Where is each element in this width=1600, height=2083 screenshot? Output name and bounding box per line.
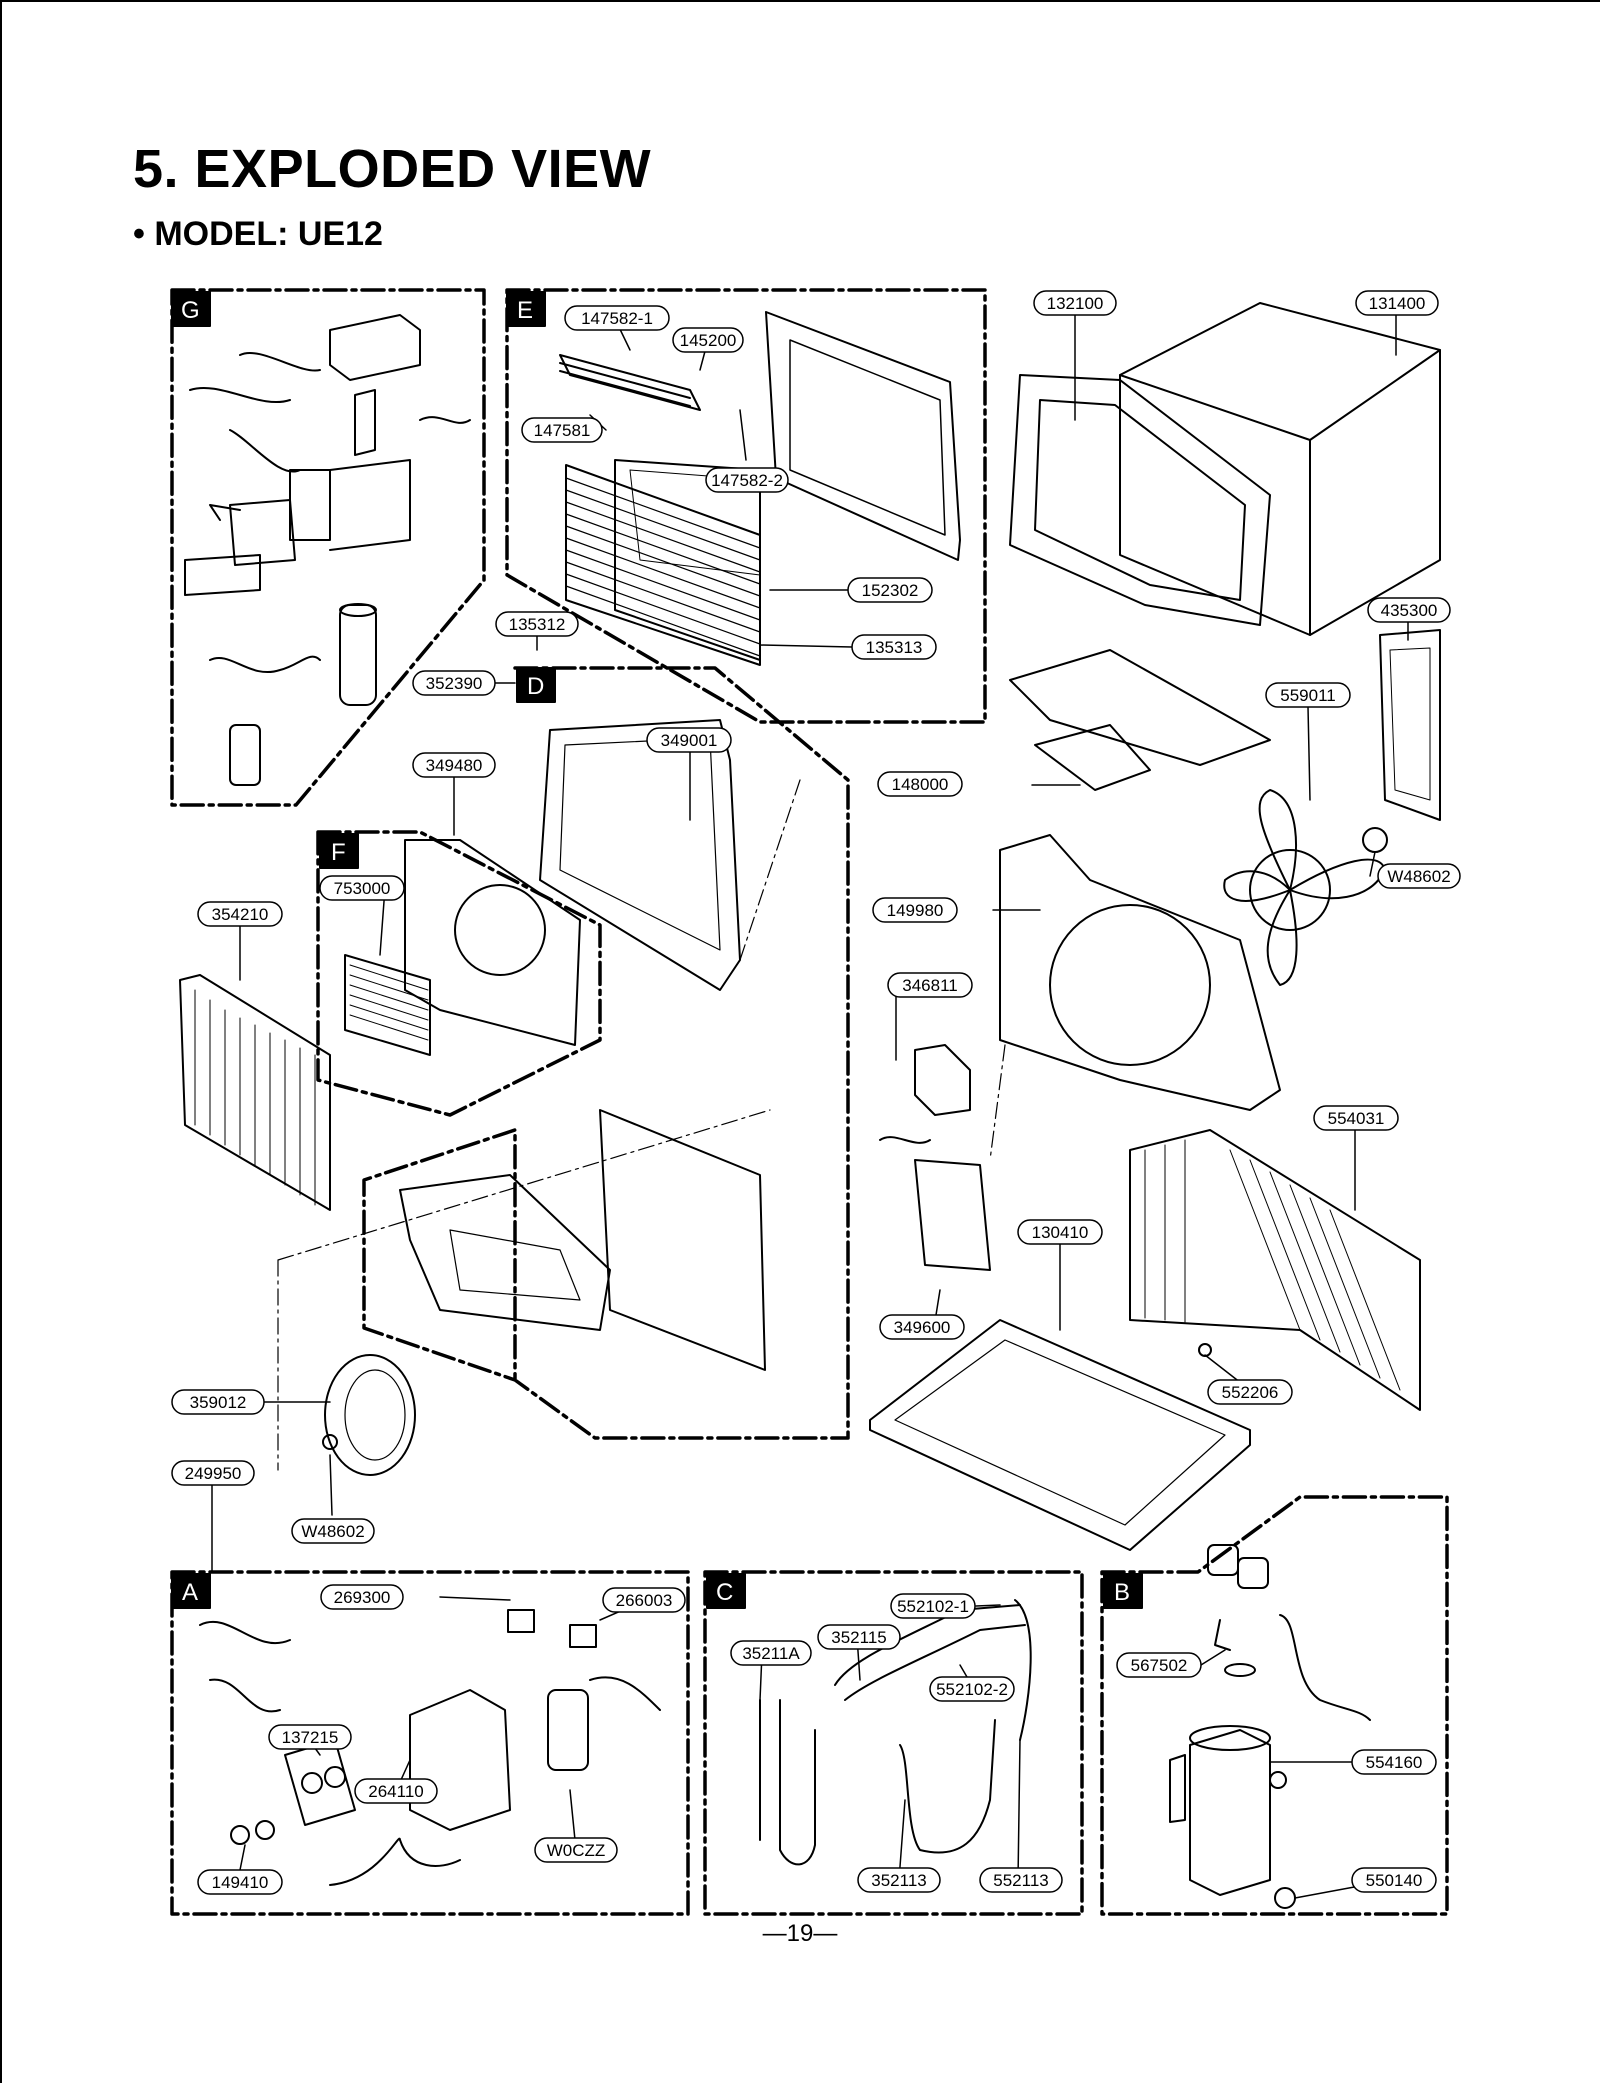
part-label-249950: 249950 <box>185 1464 242 1483</box>
section-a-parts <box>199 1609 661 1886</box>
section-g-parts <box>184 314 471 786</box>
part-label-559011: 559011 <box>1280 686 1335 705</box>
part-label-135313: 135313 <box>866 638 923 657</box>
section-c-boundary <box>703 1570 1084 1916</box>
part-label-147582-2: 147582-2 <box>711 471 783 490</box>
base-pan <box>869 1319 1251 1551</box>
page-number: —19— <box>762 1920 838 1947</box>
section-e-boundary <box>505 288 987 724</box>
cabinet-parts <box>1009 302 1441 821</box>
part-label-w48602-fan: W48602 <box>1387 867 1450 886</box>
part-label-130410: 130410 <box>1032 1223 1089 1242</box>
part-label-554031: 554031 <box>1328 1109 1385 1128</box>
part-label-359012: 359012 <box>190 1393 247 1412</box>
part-label-435300: 435300 <box>1381 601 1438 620</box>
label-ovals <box>171 290 1461 1895</box>
section-b-parts <box>1169 1544 1371 1909</box>
fan-assembly-parts <box>879 789 1388 1271</box>
section-b-tag <box>1103 1573 1143 1609</box>
part-label-346811: 346811 <box>902 976 957 995</box>
part-label-349600: 349600 <box>894 1318 951 1337</box>
part-label-131400: 131400 <box>1369 294 1426 313</box>
section-letter-boxes <box>171 291 1143 1609</box>
section-d-tag <box>516 667 556 703</box>
part-label-550140: 550140 <box>1366 1871 1423 1890</box>
part-label-352390: 352390 <box>426 674 483 693</box>
part-label-147581: 147581 <box>534 421 591 440</box>
part-label-145200: 145200 <box>680 331 737 350</box>
section-a-boundary <box>170 1570 690 1916</box>
section-c-letter: C <box>716 1579 733 1606</box>
section-c-tag <box>706 1573 746 1609</box>
part-label-349001: 349001 <box>661 731 718 750</box>
page-title: 5. EXPLODED VIEW <box>133 139 652 199</box>
alignment-lines <box>277 779 1006 1471</box>
part-label-349480: 349480 <box>426 756 483 775</box>
part-label-137215: 137215 <box>282 1728 339 1747</box>
part-label-753000: 753000 <box>334 879 391 898</box>
part-label-554160: 554160 <box>1366 1753 1423 1772</box>
part-label-132100: 132100 <box>1047 294 1104 313</box>
part-label-w0czz: W0CZZ <box>547 1841 606 1860</box>
part-label-149980: 149980 <box>887 901 944 920</box>
section-b-letter: B <box>1114 1579 1130 1606</box>
part-label-w48602-blower: W48602 <box>301 1522 364 1541</box>
coil-parts <box>179 974 1421 1411</box>
blower-wheel <box>322 1354 416 1476</box>
section-a-tag <box>171 1573 211 1609</box>
section-d-letter: D <box>527 673 544 700</box>
section-f-parts <box>344 839 581 1056</box>
part-label-552206: 552206 <box>1222 1383 1279 1402</box>
part-label-264110: 264110 <box>368 1782 423 1801</box>
part-label-152302: 152302 <box>862 581 919 600</box>
part-label-147582-1: 147582-1 <box>581 309 653 328</box>
part-label-135312: 135312 <box>509 615 566 634</box>
part-label-266003: 266003 <box>616 1591 673 1610</box>
part-label-567502: 567502 <box>1131 1656 1188 1675</box>
section-f-tag <box>319 833 359 869</box>
section-e-letter: E <box>517 297 533 324</box>
section-b-boundary <box>1100 1495 1449 1916</box>
section-a-letter: A <box>182 1579 198 1606</box>
part-label-35211a: 35211A <box>742 1644 800 1663</box>
section-g-boundary <box>170 288 486 807</box>
part-label-269300: 269300 <box>334 1588 391 1607</box>
part-label-354210: 354210 <box>212 905 269 924</box>
part-label-552102-2: 552102-2 <box>936 1680 1008 1699</box>
section-g-letter: G <box>181 297 200 324</box>
section-f-boundary <box>316 830 602 1117</box>
section-g-tag <box>171 291 211 327</box>
part-label-352115: 352115 <box>831 1628 886 1647</box>
part-label-352113: 352113 <box>871 1871 926 1890</box>
section-boundaries <box>170 288 1449 1916</box>
part-label-552102-1: 552102-1 <box>897 1597 969 1616</box>
section-f-letter: F <box>331 839 346 866</box>
section-e-tag <box>506 291 546 327</box>
section-d-boundary <box>362 666 850 1440</box>
part-label-148000: 148000 <box>892 775 949 794</box>
part-label-149410: 149410 <box>212 1873 269 1892</box>
part-label-552113: 552113 <box>993 1871 1048 1890</box>
model-subtitle: • MODEL: UE12 <box>133 215 383 253</box>
